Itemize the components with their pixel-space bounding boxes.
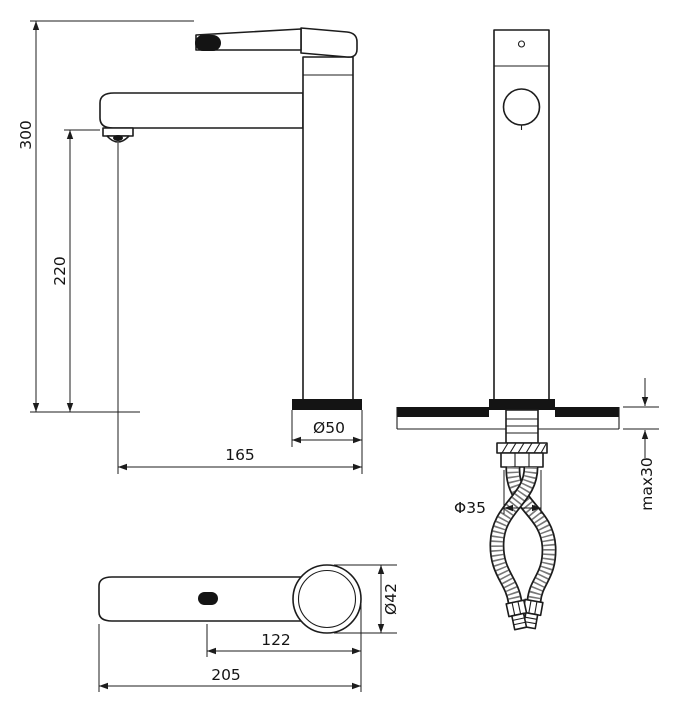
side-view	[99, 27, 362, 410]
spout-arm	[99, 92, 304, 129]
base-plate-side	[292, 399, 362, 410]
handle-hub-outer	[292, 564, 362, 634]
dim-base-diameter: Ø50	[313, 419, 345, 437]
handle-grip-top	[198, 592, 218, 605]
supply-hose-right	[489, 466, 539, 604]
dim-handle-total-length: 205	[211, 666, 241, 684]
lever-cap	[300, 27, 358, 58]
countertop-left	[397, 407, 489, 417]
front-view	[396, 29, 620, 631]
dim-handle-circle-diameter: Ø42	[382, 583, 400, 615]
aerator-outlet	[113, 135, 123, 141]
dim-handle-grip-to-center: 122	[261, 631, 291, 649]
front-view-dimensions: max30 Φ35	[454, 378, 659, 517]
side-view-dimensions: 300 220 Ø50 165	[17, 20, 363, 474]
front-knob	[502, 88, 541, 126]
handle-hub-inner	[297, 569, 357, 629]
locknut	[500, 452, 544, 468]
dim-hole-diameter: Φ35	[454, 499, 486, 517]
faucet-body-side	[302, 56, 354, 401]
base-plate-front	[489, 399, 555, 410]
top-view	[98, 564, 362, 634]
hose-fitting-left	[505, 599, 528, 631]
dim-counter-max-thickness: max30	[638, 457, 656, 511]
top-view-dimensions: Ø42 122 205	[98, 564, 400, 692]
dim-spout-reach: 165	[225, 446, 255, 464]
top-screw-hole	[517, 40, 526, 48]
faucet-body-front	[493, 29, 550, 401]
dim-total-height: 300	[17, 120, 35, 150]
aerator-body	[102, 127, 134, 137]
dim-spout-height: 220	[51, 256, 69, 286]
lever-grip	[195, 35, 221, 51]
countertop-right	[555, 407, 619, 417]
